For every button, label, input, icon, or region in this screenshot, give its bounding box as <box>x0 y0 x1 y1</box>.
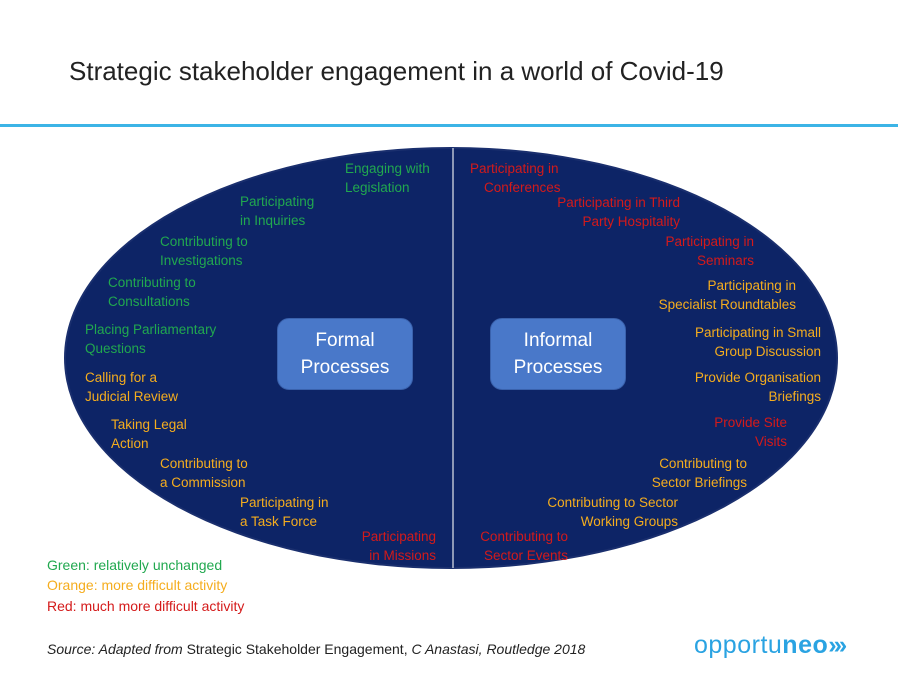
legend-red: Red: much more difficult activity <box>47 598 245 614</box>
formal-item-parliamentary-questions: Placing Parliamentary Questions <box>85 322 217 356</box>
source-suffix: C Anastasi, Routledge 2018 <box>411 641 586 657</box>
source-prefix: Source: Adapted from <box>47 641 183 657</box>
formal-processes-box: Formal Processes <box>277 318 413 390</box>
informal-item-sector-working-groups: Contributing to Sector Working Groups <box>547 495 678 529</box>
slide-title: Strategic stakeholder engagement in a wo… <box>69 56 724 86</box>
process-ellipse <box>64 147 838 569</box>
formal-item-inquiries: Participating in Inquiries <box>240 194 315 228</box>
formal-item-investigations: Contributing to Investigations <box>160 234 248 268</box>
center-divider <box>452 148 454 568</box>
opportuneo-logo: opportuneo››› <box>694 631 847 660</box>
formal-item-task-force: Participating in a Task Force <box>240 495 329 529</box>
legend-orange: Orange: more difficult activity <box>47 577 228 593</box>
logo-text-part2: neo <box>782 631 829 659</box>
formal-item-judicial-review: Calling for a Judicial Review <box>85 370 179 404</box>
informal-item-small-group-discussion: Participating in Small Group Discussion <box>694 325 821 359</box>
logo-arrows-icon: ››› <box>828 631 847 659</box>
formal-item-legal-action: Taking Legal Action <box>111 417 187 451</box>
source-citation: Source: Adapted from Strategic Stakehold… <box>47 641 585 657</box>
informal-item-seminars: Participating in Seminars <box>665 234 754 268</box>
informal-item-organisation-briefings: Provide Organisation Briefings <box>694 370 821 404</box>
source-book: Strategic Stakeholder Engagement, <box>186 641 408 657</box>
informal-item-conferences: Participating in Conferences <box>470 161 561 195</box>
title-divider-line <box>0 124 898 127</box>
informal-item-specialist-roundtables: Participating in Specialist Roundtables <box>658 278 796 312</box>
formal-item-missions: Participating in Missions <box>361 529 436 563</box>
formal-item-engaging-legislation: Engaging with Legislation <box>345 161 430 195</box>
informal-processes-box: Informal Processes <box>490 318 626 390</box>
informal-item-third-party-hospitality: Participating in Third Party Hospitality <box>557 195 680 229</box>
informal-item-sector-briefings: Contributing to Sector Briefings <box>651 456 747 490</box>
informal-item-sector-events: Contributing to Sector Events <box>480 529 568 563</box>
informal-item-site-visits: Provide Site Visits <box>714 415 787 449</box>
formal-item-commission: Contributing to a Commission <box>160 456 248 490</box>
legend-green: Green: relatively unchanged <box>47 557 223 573</box>
logo-text-part1: opportu <box>694 631 783 659</box>
formal-item-consultations: Contributing to Consultations <box>108 275 196 309</box>
